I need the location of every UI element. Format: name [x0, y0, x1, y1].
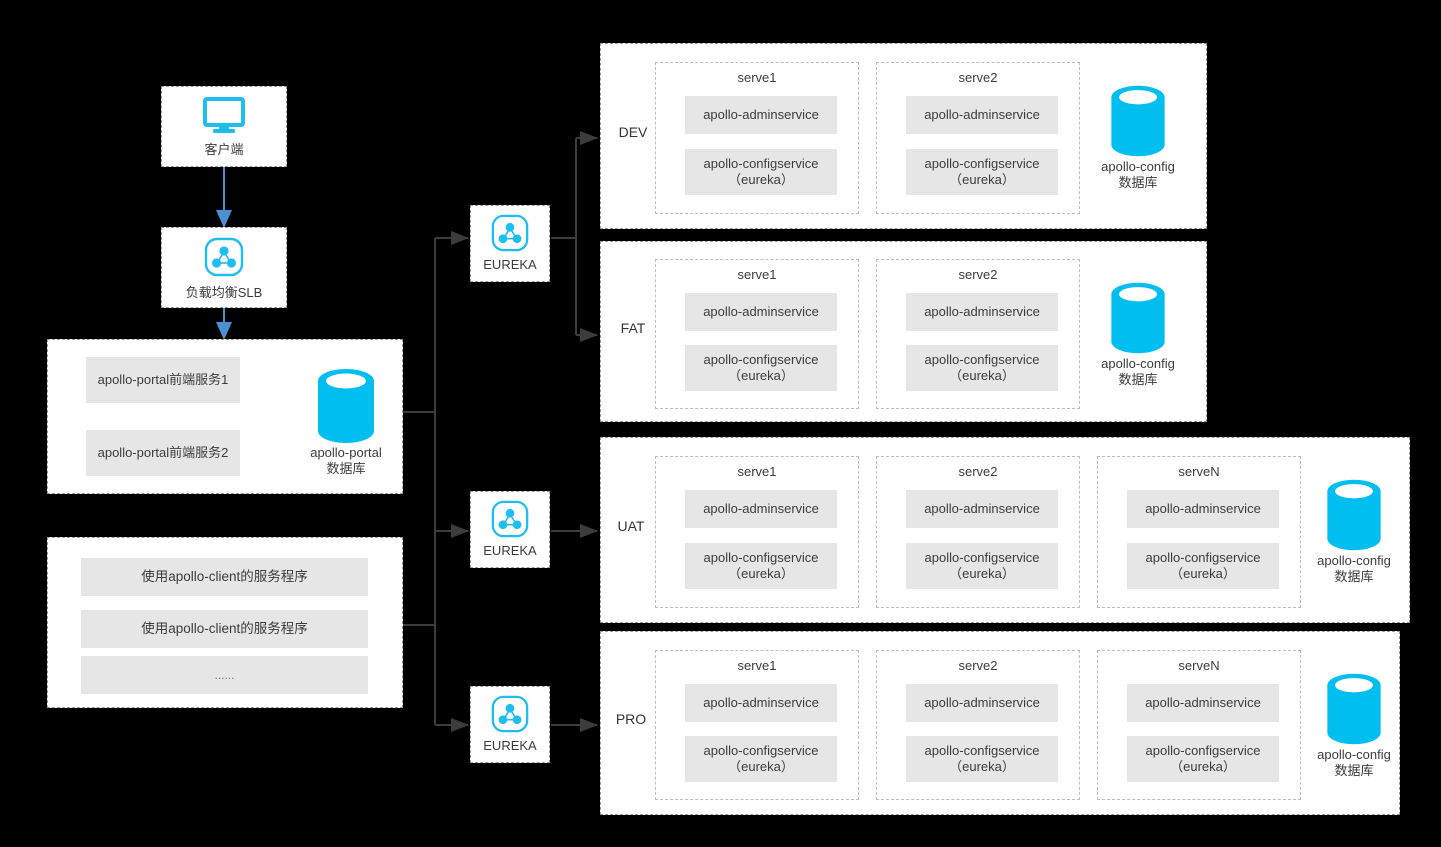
- env-database-label: apollo-config 数据库: [1078, 159, 1198, 192]
- env-panel-uat: UAT serve1 apollo-adminservice apollo-co…: [600, 437, 1410, 623]
- server-group-title: serve2: [958, 70, 998, 85]
- eureka-icon: [490, 694, 530, 734]
- env-database-sub: 数据库: [1334, 763, 1374, 779]
- env-database-name: apollo-config: [1101, 159, 1175, 174]
- client-app-1: 使用apollo-client的服务程序: [81, 558, 368, 596]
- env-database-name: apollo-config: [1317, 747, 1391, 762]
- portal-service-1: apollo-portal前端服务1: [86, 357, 240, 403]
- service-box: apollo-configservice （eureka）: [906, 149, 1058, 195]
- env-database-sub: 数据库: [1334, 569, 1374, 585]
- client-app-2: 使用apollo-client的服务程序: [81, 610, 368, 648]
- env-database-label: apollo-config 数据库: [1078, 356, 1198, 389]
- service-box: apollo-configservice （eureka）: [685, 543, 837, 589]
- env-panel-fat: FAT serve1 apollo-adminservice apollo-co…: [600, 241, 1207, 422]
- eureka-node-2: EUREKA: [470, 491, 550, 568]
- portal-database-label: apollo-portal 数据库: [286, 445, 406, 478]
- eureka-node-3-label: EUREKA: [483, 738, 537, 753]
- env-label-dev: DEV: [618, 124, 648, 140]
- portal-database: apollo-portal 数据库: [310, 365, 382, 476]
- eureka-node-1: EUREKA: [470, 205, 550, 282]
- service-box: apollo-configservice （eureka）: [906, 345, 1058, 391]
- server-group-uat-2: serve2 apollo-adminservice apollo-config…: [876, 456, 1080, 608]
- slb-label: 负载均衡SLB: [185, 285, 263, 300]
- service-box: apollo-adminservice: [1127, 490, 1279, 528]
- env-panel-pro: PRO serve1 apollo-adminservice apollo-co…: [600, 631, 1400, 815]
- server-group-title: serve2: [958, 267, 998, 282]
- server-group-title: serve2: [958, 658, 998, 673]
- server-group-title: serve1: [737, 658, 777, 673]
- client-box: 客户端: [161, 86, 287, 167]
- env-label-pro: PRO: [615, 711, 647, 727]
- service-box: apollo-configservice （eureka）: [1127, 543, 1279, 589]
- env-database-name: apollo-config: [1317, 553, 1391, 568]
- server-group-uat-1: serve1 apollo-adminservice apollo-config…: [655, 456, 859, 608]
- env-database-pro: apollo-config 数据库: [1317, 670, 1391, 778]
- service-box: apollo-configservice （eureka）: [685, 149, 837, 195]
- connector-eureka1-to-dev-fat: [551, 131, 598, 342]
- server-group-pro-2: serve2 apollo-adminservice apollo-config…: [876, 650, 1080, 800]
- eureka-node-3: EUREKA: [470, 686, 550, 763]
- server-group-title: serveN: [1178, 658, 1220, 673]
- env-database-label: apollo-config 数据库: [1294, 747, 1414, 780]
- server-group-title: serve2: [958, 464, 998, 479]
- env-panel-dev: DEV serve1 apollo-adminservice apollo-co…: [600, 43, 1207, 229]
- server-group-pro-1: serve1 apollo-adminservice apollo-config…: [655, 650, 859, 800]
- eureka-node-1-label: EUREKA: [483, 257, 537, 272]
- server-group-uat-3: serveN apollo-adminservice apollo-config…: [1097, 456, 1301, 608]
- service-box: apollo-adminservice: [685, 96, 837, 134]
- client-label: 客户端: [204, 142, 244, 157]
- server-group-dev-1: serve1 apollo-adminservice apollo-config…: [655, 62, 859, 214]
- eureka-node-icon: [203, 236, 245, 278]
- portal-box: apollo-portal前端服务1 apollo-portal前端服务2 ap…: [47, 339, 403, 494]
- portal-service-2: apollo-portal前端服务2: [86, 430, 240, 476]
- server-group-pro-3: serveN apollo-adminservice apollo-config…: [1097, 650, 1301, 800]
- service-box: apollo-configservice （eureka）: [906, 543, 1058, 589]
- eureka-icon: [490, 213, 530, 253]
- service-box: apollo-adminservice: [685, 684, 837, 722]
- server-group-title: serve1: [737, 267, 777, 282]
- slb-box: 负载均衡SLB: [161, 227, 287, 308]
- server-group-title: serveN: [1178, 464, 1220, 479]
- server-group-dev-2: serve2 apollo-adminservice apollo-config…: [876, 62, 1080, 214]
- env-database-sub: 数据库: [1118, 175, 1158, 191]
- server-group-fat-2: serve2 apollo-adminservice apollo-config…: [876, 259, 1080, 409]
- service-box: apollo-adminservice: [906, 490, 1058, 528]
- service-box: apollo-configservice （eureka）: [685, 736, 837, 782]
- client-apps-box: 使用apollo-client的服务程序 使用apollo-client的服务程…: [47, 537, 403, 708]
- server-group-title: serve1: [737, 464, 777, 479]
- service-box: apollo-adminservice: [906, 684, 1058, 722]
- service-box: apollo-adminservice: [906, 96, 1058, 134]
- monitor-icon: [202, 97, 246, 135]
- eureka-node-2-label: EUREKA: [483, 543, 537, 558]
- service-box: apollo-configservice （eureka）: [1127, 736, 1279, 782]
- server-group-title: serve1: [737, 70, 777, 85]
- service-box: apollo-adminservice: [685, 490, 837, 528]
- env-database-name: apollo-config: [1101, 356, 1175, 371]
- connector-main-trunk: [403, 231, 469, 732]
- service-box: apollo-configservice （eureka）: [685, 345, 837, 391]
- service-box: apollo-adminservice: [1127, 684, 1279, 722]
- env-database-label: apollo-config 数据库: [1294, 553, 1414, 586]
- env-database-dev: apollo-config 数据库: [1101, 82, 1175, 190]
- service-box: apollo-adminservice: [685, 293, 837, 331]
- env-database-uat: apollo-config 数据库: [1317, 476, 1391, 584]
- env-database-fat: apollo-config 数据库: [1101, 279, 1175, 387]
- service-box: apollo-adminservice: [906, 293, 1058, 331]
- service-box: apollo-configservice （eureka）: [906, 736, 1058, 782]
- client-app-3: ......: [81, 656, 368, 694]
- env-label-uat: UAT: [617, 518, 645, 534]
- portal-database-name: apollo-portal: [310, 445, 382, 460]
- env-database-sub: 数据库: [1118, 372, 1158, 388]
- portal-database-sub: 数据库: [326, 461, 366, 477]
- eureka-icon: [490, 499, 530, 539]
- env-label-fat: FAT: [620, 320, 646, 336]
- server-group-fat-1: serve1 apollo-adminservice apollo-config…: [655, 259, 859, 409]
